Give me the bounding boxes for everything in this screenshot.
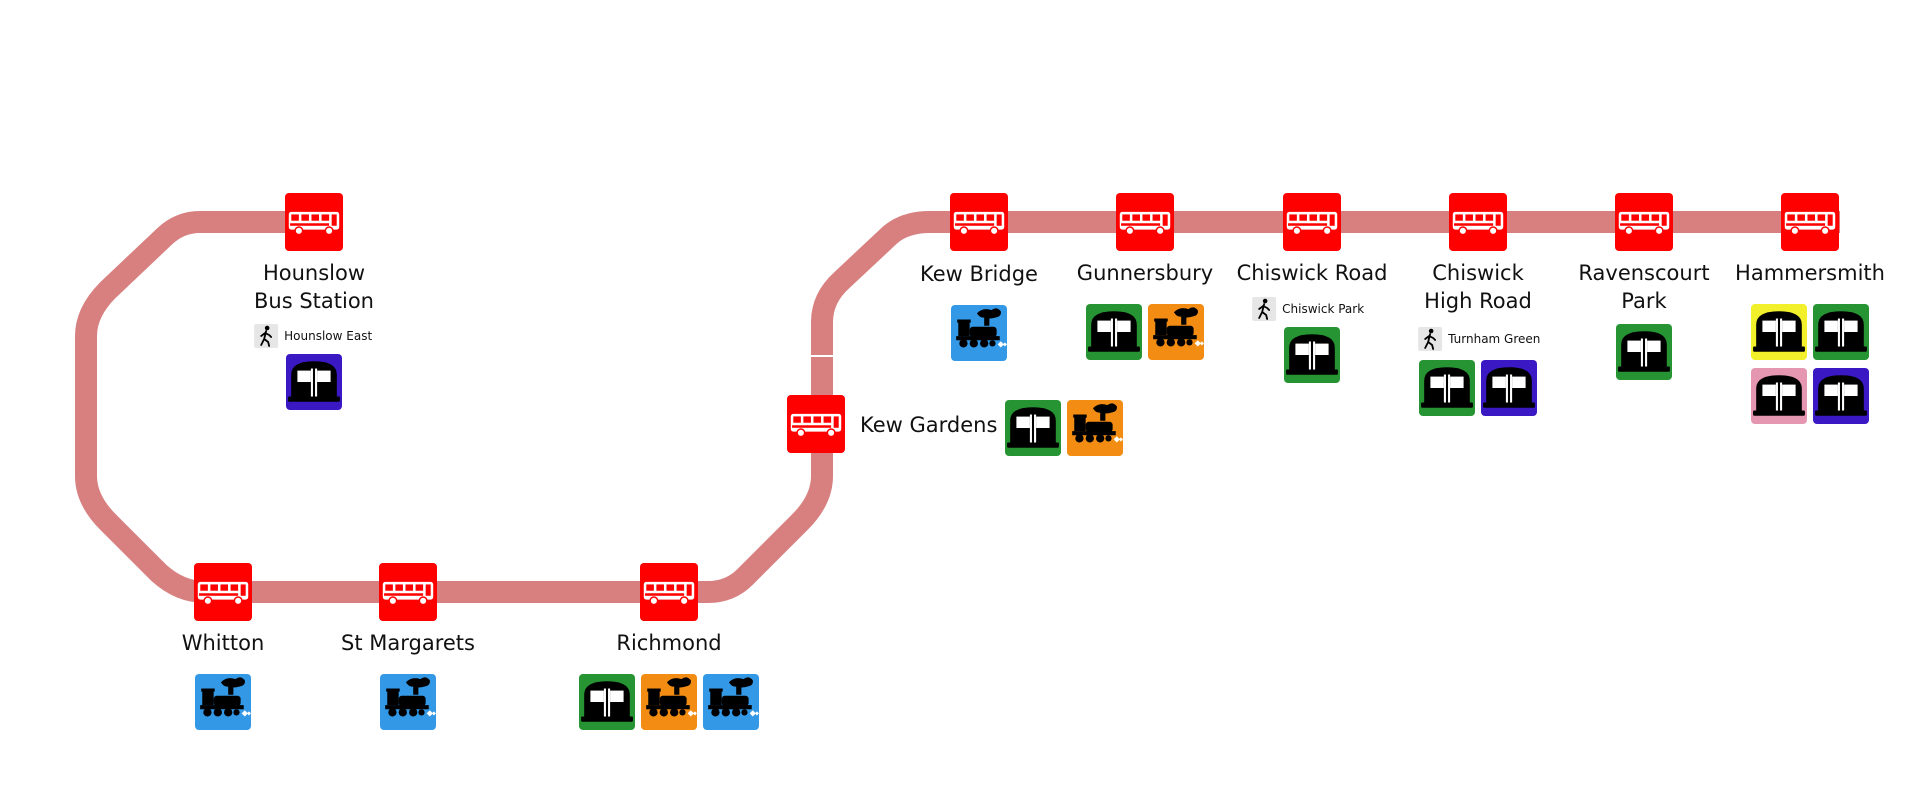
- underground-train-icon: [288, 361, 340, 402]
- stop-label: Park: [1621, 289, 1667, 313]
- stop-kew-gardens[interactable]: Kew Gardens: [787, 395, 1123, 456]
- route-line: [75, 211, 1840, 603]
- bus-stop-marker: [1283, 193, 1341, 251]
- stop-whitton[interactable]: Whitton: [182, 563, 265, 730]
- walk-station-name: Turnham Green: [1447, 332, 1540, 346]
- bus-stop-marker: [1449, 193, 1507, 251]
- bus-stop-marker: [1615, 193, 1673, 251]
- underground-train-icon: [1088, 311, 1140, 352]
- service-national_rail: [951, 305, 1007, 361]
- bus-stop-marker: [1781, 193, 1839, 251]
- walk-bg: [254, 324, 279, 348]
- service-national_rail: [195, 674, 251, 730]
- walk-interchange: Turnham Green: [1418, 327, 1540, 351]
- stop-label: Ravenscourt: [1578, 261, 1709, 285]
- underground-train-icon: [1286, 334, 1338, 375]
- underground-train-icon: [1753, 375, 1805, 416]
- stop-label: Richmond: [616, 631, 721, 655]
- service-district: [1284, 327, 1340, 383]
- stop-st-margarets[interactable]: St Margarets: [341, 563, 475, 730]
- bus-stop-marker: [787, 395, 845, 453]
- service-district: [1419, 360, 1475, 416]
- service-circle: [1751, 304, 1807, 360]
- service-district: [1086, 304, 1142, 360]
- underground-train-icon: [1815, 375, 1867, 416]
- stop-label: Kew Bridge: [920, 262, 1038, 286]
- stop-label: High Road: [1424, 289, 1532, 313]
- walk-interchange: Hounslow East: [254, 324, 372, 348]
- stop-hammersmith[interactable]: Hammersmith: [1735, 193, 1885, 424]
- underground-train-icon: [581, 681, 633, 722]
- stop-label: Gunnersbury: [1077, 261, 1213, 285]
- bus-stop-marker: [379, 563, 437, 621]
- service-district: [1005, 400, 1061, 456]
- stop-gunnersbury[interactable]: Gunnersbury: [1077, 193, 1213, 360]
- underground-train-icon: [1421, 367, 1473, 408]
- stop-label: St Margarets: [341, 631, 475, 655]
- underground-train-icon: [1618, 331, 1670, 372]
- bus-stop-marker: [950, 193, 1008, 251]
- underground-train-icon: [1753, 311, 1805, 352]
- bus-stop-marker: [194, 563, 252, 621]
- walk-interchange: Chiswick Park: [1252, 297, 1364, 321]
- stop-kew-bridge[interactable]: Kew Bridge: [920, 193, 1038, 361]
- stop-label: Hammersmith: [1735, 261, 1885, 285]
- walk-bg: [1252, 297, 1277, 321]
- service-piccadilly: [1813, 368, 1869, 424]
- stop-richmond[interactable]: Richmond: [579, 563, 759, 730]
- service-national_rail: [380, 674, 436, 730]
- underground-train-icon: [1815, 311, 1867, 352]
- service-piccadilly: [1481, 360, 1537, 416]
- walk-station-name: Chiswick Park: [1282, 302, 1364, 316]
- bus-stop-marker: [1116, 193, 1174, 251]
- service-overground: [641, 674, 697, 730]
- service-district: [1813, 304, 1869, 360]
- underground-train-icon: [1007, 407, 1059, 448]
- stop-label: Bus Station: [254, 289, 374, 313]
- bus-stop-marker: [640, 563, 698, 621]
- stop-label: Hounslow: [263, 261, 365, 285]
- stop-label: Chiswick: [1432, 261, 1524, 285]
- underground-train-icon: [1483, 367, 1535, 408]
- service-district: [579, 674, 635, 730]
- service-overground: [1067, 400, 1123, 456]
- stop-label: Whitton: [182, 631, 265, 655]
- bus-stop-marker: [285, 193, 343, 251]
- walk-station-name: Hounslow East: [284, 329, 372, 343]
- stop-label: Kew Gardens: [860, 413, 997, 437]
- service-piccadilly: [286, 354, 342, 410]
- service-district: [1616, 324, 1672, 380]
- service-national_rail: [703, 674, 759, 730]
- service-overground: [1148, 304, 1204, 360]
- service-hammersmith_city: [1751, 368, 1807, 424]
- walk-bg: [1418, 327, 1443, 351]
- stop-label: Chiswick Road: [1237, 261, 1388, 285]
